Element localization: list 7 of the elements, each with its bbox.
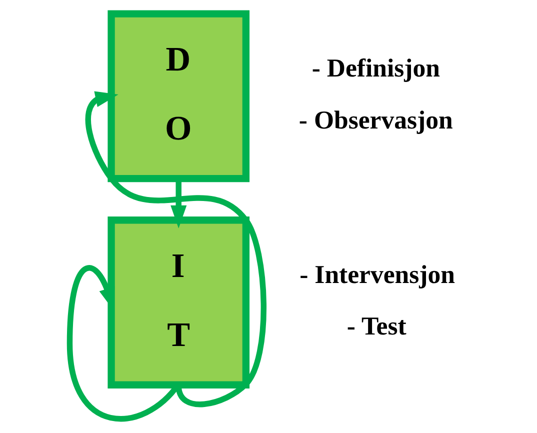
node-box: D O <box>108 10 250 182</box>
node-label: - Observasjon <box>298 105 453 134</box>
node-label: - Test <box>346 312 406 341</box>
arrow <box>85 91 266 408</box>
node-box: I T <box>108 216 250 388</box>
node-label: - Definisjon <box>312 54 440 83</box>
node-label: - Intervensjon <box>300 260 455 290</box>
